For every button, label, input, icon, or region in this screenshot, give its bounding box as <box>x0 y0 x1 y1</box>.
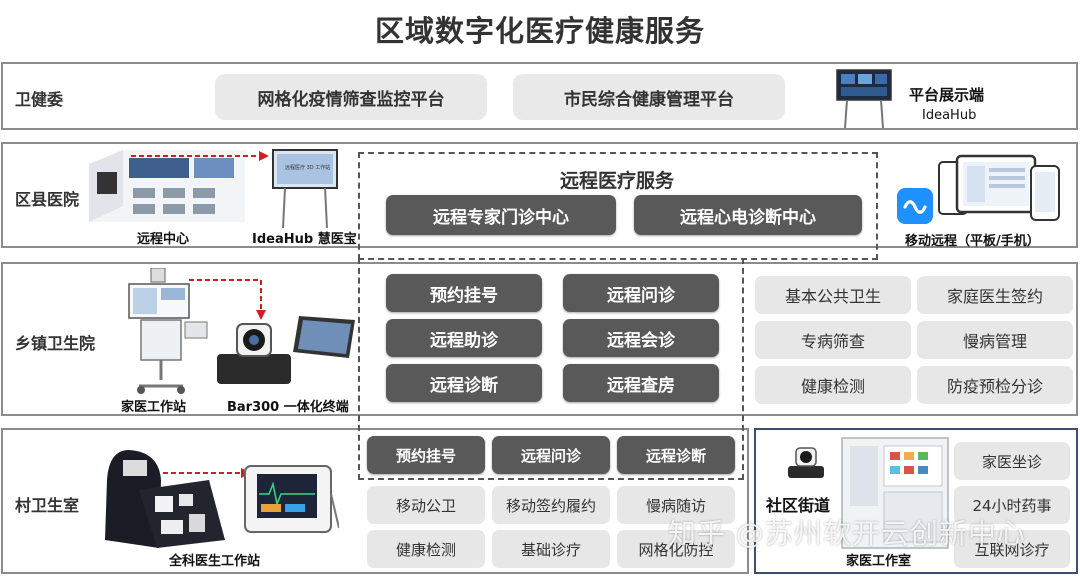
community-camera-icon <box>786 444 826 480</box>
remote-medical-title: 远程医疗服务 <box>560 170 675 192</box>
community-service-doctor-onsite[interactable]: 家医坐诊 <box>954 442 1070 480</box>
tablet-phone-image <box>935 154 1065 226</box>
tier-wjw: 卫健委 网格化疫情筛查监控平台 市民综合健康管理平台 平台展示端 IdeaHub <box>1 62 1078 130</box>
remote-center-room-image <box>89 148 245 222</box>
red-arrow-down-icon <box>189 276 269 320</box>
remote-service-ward-round[interactable]: 远程查房 <box>563 364 719 402</box>
remote-service-joint-consultation[interactable]: 远程会诊 <box>563 319 719 357</box>
village-service-mobile-public-health[interactable]: 移动公卫 <box>367 486 485 524</box>
ideahub-board-image <box>271 148 339 229</box>
center-remote-ecg-diagnosis[interactable]: 远程心电诊断中心 <box>634 195 862 235</box>
village-service-basic-treatment[interactable]: 基础诊疗 <box>492 530 610 568</box>
remote-service-assisted-diagnosis[interactable]: 远程助诊 <box>386 319 542 357</box>
platform-epidemic-monitor[interactable]: 网格化疫情筛查监控平台 <box>215 74 487 120</box>
service-health-check[interactable]: 健康检测 <box>755 366 911 404</box>
village-service-grid-prevention[interactable]: 网格化防控 <box>617 530 735 568</box>
ideahub-screen-text: 远程医疗 3D 工作站 <box>285 165 331 171</box>
tier-community: 社区街道 家医工作室 家医坐诊 24小时药事 互联网诊疗 <box>754 428 1078 574</box>
tier-label-village: 村卫生室 <box>15 496 80 515</box>
camera-image <box>215 314 293 386</box>
caption-ideahub: IdeaHub 慧医宝 <box>252 232 357 247</box>
platform-citizen-health[interactable]: 市民综合健康管理平台 <box>513 74 785 120</box>
village-service-mobile-sign[interactable]: 移动签约履约 <box>492 486 610 524</box>
village-service-remote-consult[interactable]: 远程问诊 <box>492 436 610 474</box>
center-remote-expert-clinic[interactable]: 远程专家门诊中心 <box>386 195 616 235</box>
family-doctor-studio-image <box>840 436 950 550</box>
community-service-24h-pharmacy[interactable]: 24小时药事 <box>954 486 1070 524</box>
caption-family-doctor-station: 家医工作站 <box>121 400 187 415</box>
caption-mobile-remote: 移动远程（平板/手机） <box>905 234 1040 249</box>
caption-family-doctor-studio: 家医工作室 <box>846 554 912 569</box>
display-end-title: 平台展示端 <box>909 86 985 104</box>
village-service-chronic-followup[interactable]: 慢病随访 <box>617 486 735 524</box>
mobile-app-icon <box>897 188 933 224</box>
village-service-remote-diagnosis[interactable]: 远程诊断 <box>617 436 735 474</box>
service-basic-public-health[interactable]: 基本公共卫生 <box>755 276 911 314</box>
tier-label-wjw: 卫健委 <box>15 90 64 109</box>
tier-village: 村卫生室 全科医生工作站 预约挂号 远程问诊 远程诊断 移动公卫 <box>1 428 749 574</box>
service-family-doctor-sign[interactable]: 家庭医生签约 <box>917 276 1073 314</box>
tier-label-county: 区县医院 <box>15 190 80 209</box>
village-service-booking[interactable]: 预约挂号 <box>367 436 485 474</box>
community-label: 社区街道 <box>766 496 831 515</box>
tier-label-town: 乡镇卫生院 <box>15 334 96 353</box>
gp-workstation-device-image <box>243 464 340 534</box>
tablet-terminal-image <box>293 314 357 360</box>
village-service-health-check[interactable]: 健康检测 <box>367 530 485 568</box>
red-arrow-icon <box>163 464 251 478</box>
caption-gp-workstation: 全科医生工作站 <box>169 554 261 569</box>
doctor-backpack-image <box>99 440 229 550</box>
display-screen-icon <box>835 68 893 129</box>
display-end-sub: IdeaHub <box>922 108 977 123</box>
watermark: 知乎 @苏州软开云创新中心 <box>668 517 1026 550</box>
remote-service-diagnosis[interactable]: 远程诊断 <box>386 364 542 402</box>
service-chronic-management[interactable]: 慢病管理 <box>917 321 1073 359</box>
caption-bar300: Bar300 一体化终端 <box>227 400 349 415</box>
family-doctor-cart-image <box>119 267 215 396</box>
caption-remote-center: 远程中心 <box>137 232 190 247</box>
service-epidemic-triage[interactable]: 防疫预检分诊 <box>917 366 1073 404</box>
red-arrow-icon <box>131 148 271 162</box>
community-service-internet-treatment[interactable]: 互联网诊疗 <box>954 530 1070 568</box>
page-title: 区域数字化医疗健康服务 <box>374 14 705 48</box>
remote-service-consultation[interactable]: 远程问诊 <box>563 274 719 312</box>
service-disease-screening[interactable]: 专病筛查 <box>755 321 911 359</box>
remote-service-booking[interactable]: 预约挂号 <box>386 274 542 312</box>
